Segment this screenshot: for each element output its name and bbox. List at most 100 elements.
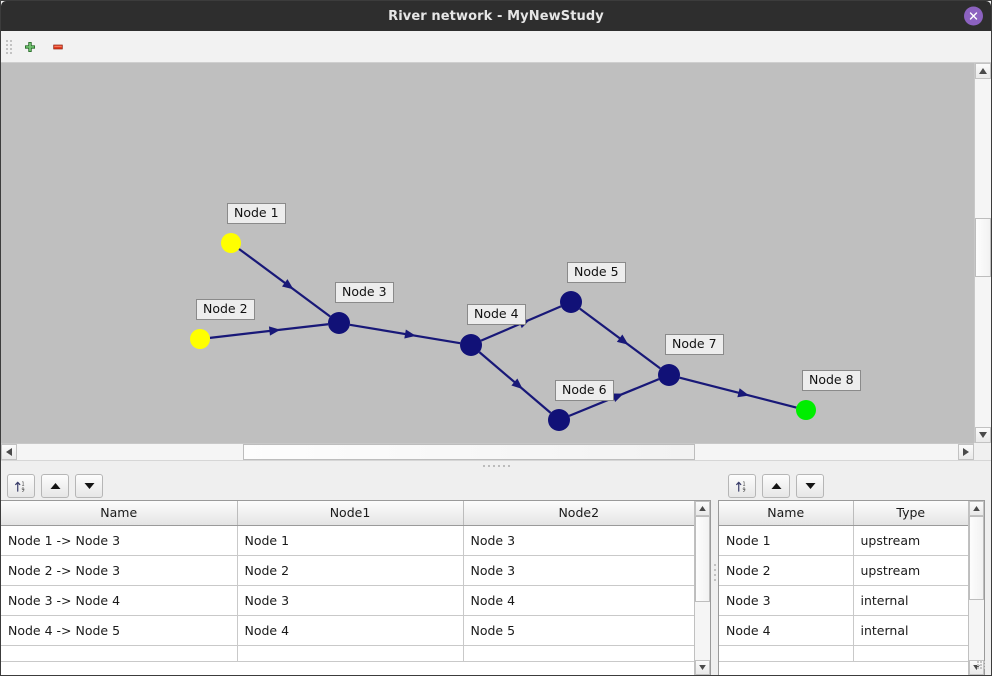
nodes-cell-type[interactable]	[853, 645, 968, 662]
node-label-node-6[interactable]: Node 6	[555, 380, 614, 401]
graph-node-node-5[interactable]	[560, 291, 582, 313]
canvas-vscroll-thumb[interactable]	[975, 218, 991, 278]
vertical-splitter[interactable]	[711, 470, 718, 675]
add-node-button[interactable]	[17, 34, 43, 60]
links-cell-name[interactable]: Node 1 -> Node 3	[1, 525, 238, 556]
links-empty-row[interactable]	[1, 645, 694, 662]
links-scroll-track[interactable]	[695, 516, 710, 660]
links-cell-node1[interactable]: Node 3	[237, 585, 464, 616]
network-canvas-area: Node 1 Node 2 Node 3 Node 4 Node 5 Node 6 Node…	[1, 63, 991, 460]
links-table-vertical-scrollbar[interactable]	[694, 501, 710, 675]
links-cell-node2[interactable]	[463, 645, 694, 662]
nodes-column-header-name[interactable]: Name	[719, 501, 854, 526]
toolbar-drag-handle[interactable]	[5, 36, 13, 58]
triangle-down-icon	[699, 665, 706, 670]
nodes-scroll-up-arrow[interactable]	[969, 501, 984, 516]
sort-icon: 1 9	[15, 481, 25, 493]
links-cell-node1[interactable]: Node 1	[237, 525, 464, 556]
canvas-vertical-scrollbar[interactable]	[974, 63, 991, 443]
links-panel-toolbar: 1 9	[1, 470, 711, 500]
links-cell-node1[interactable]: Node 2	[237, 555, 464, 586]
canvas-hscroll-thumb[interactable]	[242, 444, 695, 460]
links-column-header-node1[interactable]: Node1	[237, 501, 464, 526]
scroll-left-arrow[interactable]	[1, 444, 17, 460]
nodes-empty-row[interactable]	[719, 645, 968, 662]
links-cell-node1[interactable]	[237, 645, 464, 662]
nodes-cell-type[interactable]: internal	[853, 615, 968, 646]
delete-node-button[interactable]	[45, 34, 71, 60]
node-label-node-3[interactable]: Node 3	[335, 282, 394, 303]
nodes-cell-type[interactable]: internal	[853, 585, 968, 616]
network-diagram[interactable]: Node 1 Node 2 Node 3 Node 4 Node 5 Node 6 Node…	[1, 63, 974, 443]
links-cell-node2[interactable]: Node 3	[463, 555, 694, 586]
links-column-header-name[interactable]: Name	[1, 501, 238, 526]
node-label-node-1[interactable]: Node 1	[227, 203, 286, 224]
scroll-up-arrow[interactable]	[975, 63, 991, 79]
node-label-node-8[interactable]: Node 8	[802, 370, 861, 391]
links-cell-name[interactable]: Node 2 -> Node 3	[1, 555, 238, 586]
window-resize-grip[interactable]	[977, 661, 989, 673]
graph-node-node-2[interactable]	[190, 329, 210, 349]
nodes-sort-button[interactable]: 1 9	[728, 474, 756, 498]
nodes-cell-name[interactable]	[719, 645, 854, 662]
triangle-up-icon	[973, 506, 980, 511]
close-icon	[969, 12, 978, 20]
scroll-down-arrow[interactable]	[975, 427, 991, 443]
links-cell-name[interactable]	[1, 645, 238, 662]
graph-node-node-1[interactable]	[221, 233, 241, 253]
canvas-vscroll-track[interactable]	[975, 79, 991, 427]
canvas-horizontal-scrollbar[interactable]	[1, 443, 974, 460]
nodes-cell-name[interactable]: Node 1	[719, 525, 854, 556]
scroll-right-arrow[interactable]	[958, 444, 974, 460]
links-sort-button[interactable]: 1 9	[7, 474, 35, 498]
links-cell-node2[interactable]: Node 4	[463, 585, 694, 616]
links-cell-name[interactable]: Node 4 -> Node 5	[1, 615, 238, 646]
nodes-cell-type[interactable]: upstream	[853, 525, 968, 556]
green-plus-icon	[25, 41, 35, 52]
links-scroll-thumb[interactable]	[695, 516, 710, 603]
nodes-move-down-button[interactable]	[796, 474, 824, 498]
links-cell-node1[interactable]: Node 4	[237, 615, 464, 646]
nodes-cell-name[interactable]: Node 3	[719, 585, 854, 616]
main-toolbar	[1, 31, 991, 63]
links-move-up-button[interactable]	[41, 474, 69, 498]
nodes-scroll-track[interactable]	[969, 516, 984, 660]
nodes-cell-name[interactable]: Node 2	[719, 555, 854, 586]
nodes-cell-type[interactable]: upstream	[853, 555, 968, 586]
node-label-node-4[interactable]: Node 4	[467, 304, 526, 325]
nodes-cell-name[interactable]: Node 4	[719, 615, 854, 646]
horizontal-splitter[interactable]	[1, 460, 991, 470]
nodes-move-up-button[interactable]	[762, 474, 790, 498]
graph-node-node-8[interactable]	[796, 400, 816, 420]
node-label-node-2[interactable]: Node 2	[196, 299, 255, 320]
graph-node-node-3[interactable]	[328, 312, 350, 334]
links-scroll-down-arrow[interactable]	[695, 660, 710, 675]
node-label-node-7[interactable]: Node 7	[665, 334, 724, 355]
node-label-node-5[interactable]: Node 5	[567, 262, 626, 283]
svg-text:1: 1	[742, 481, 745, 487]
links-cell-name[interactable]: Node 3 -> Node 4	[1, 585, 238, 616]
graph-node-node-7[interactable]	[658, 364, 680, 386]
canvas-hscroll-track[interactable]	[17, 444, 958, 460]
graph-node-node-6[interactable]	[548, 409, 570, 431]
close-window-button[interactable]	[964, 6, 983, 26]
links-column-header-node2[interactable]: Node2	[463, 501, 694, 526]
links-cell-node2[interactable]: Node 3	[463, 525, 694, 556]
nodes-scroll-thumb[interactable]	[969, 516, 984, 600]
links-cell-node2[interactable]: Node 5	[463, 615, 694, 646]
nodes-column-header-type[interactable]: Type	[853, 501, 968, 526]
links-scroll-up-arrow[interactable]	[695, 501, 710, 516]
nodes-table-vertical-scrollbar[interactable]	[968, 501, 984, 675]
links-move-down-button[interactable]	[75, 474, 103, 498]
graph-node-node-4[interactable]	[460, 334, 482, 356]
